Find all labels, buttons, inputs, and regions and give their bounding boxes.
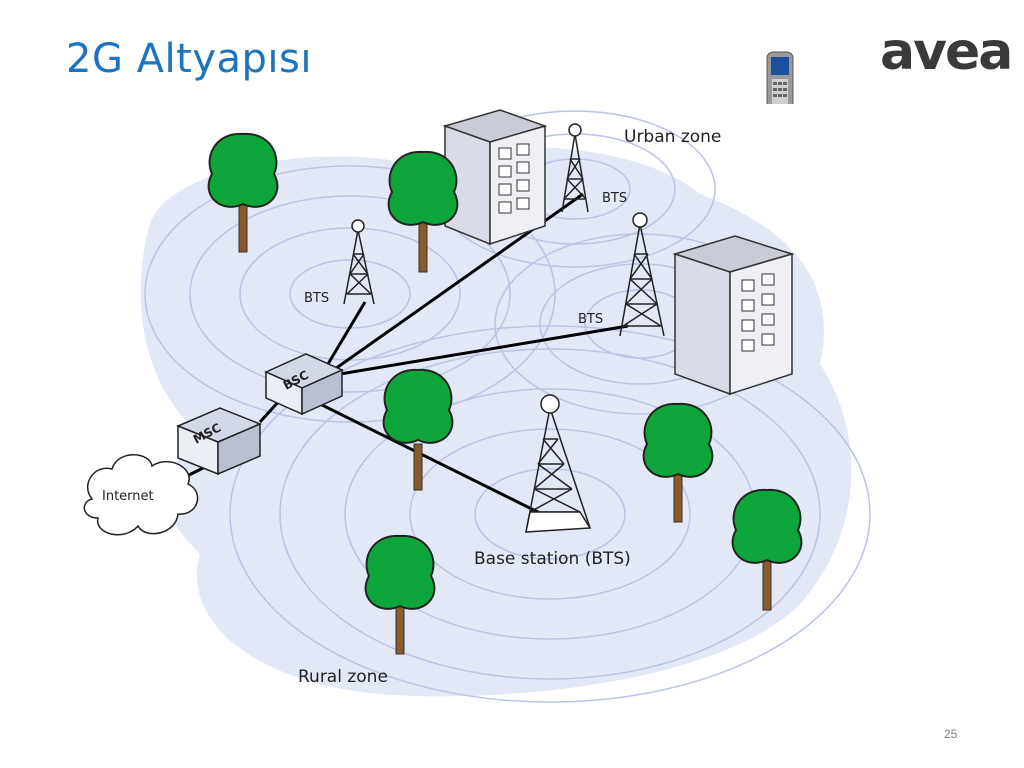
internet-label: Internet [102,489,154,504]
msc-box [176,407,262,476]
bts-tower-icon [619,212,665,337]
bts-label: BTS [304,291,329,306]
bts-label: BTS [602,191,627,206]
building-icon [442,109,548,246]
slide-number: 25 [944,727,958,741]
tree-icon [364,534,436,655]
tree-icon [382,368,454,491]
bts-tower-icon [561,123,589,213]
bsc-box [264,353,344,416]
gsm-network-diagram: Urban zone Rural zone BTS BTS BTS Base s… [80,104,884,710]
building-icon [672,235,795,396]
coverage-area [140,147,852,697]
bts-tower-icon [525,394,592,533]
tree-icon [731,488,803,611]
avea-logo: avea [880,22,1013,82]
bts-label: BTS [578,312,603,327]
bts-tower-icon [343,219,375,305]
base-station-label: Base station (BTS) [474,549,631,569]
urban-zone-label: Urban zone [624,127,721,147]
tree-icon [387,150,459,273]
tree-icon [207,132,279,253]
slide-title: 2G Altyapısı [66,36,312,82]
mobile-phone-icon [766,51,794,109]
internet-cloud-icon [83,454,199,536]
rural-zone-label: Rural zone [298,667,388,687]
tree-icon [642,402,714,523]
